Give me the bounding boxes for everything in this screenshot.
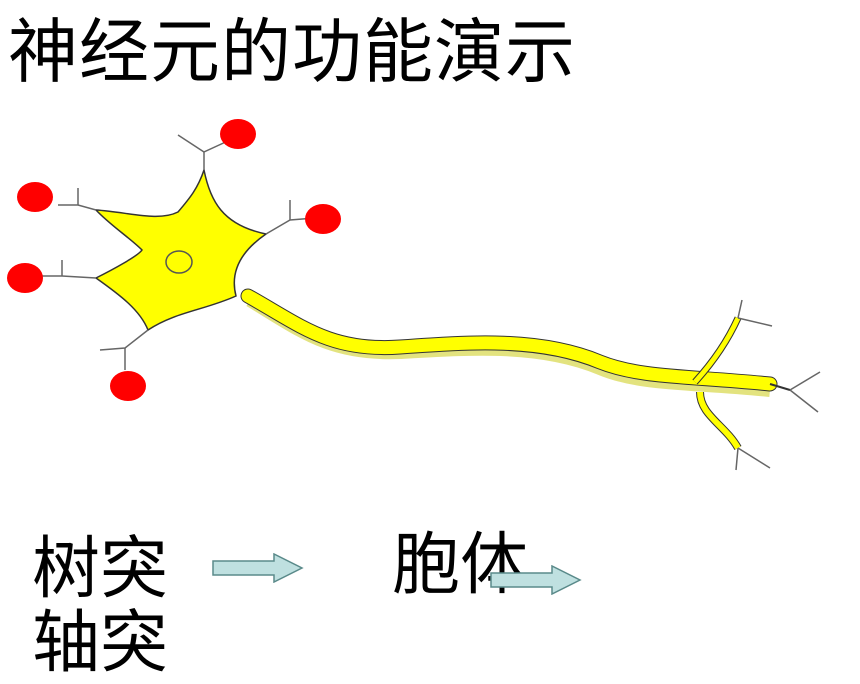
signal-dot — [17, 182, 53, 212]
axon-fill — [241, 289, 777, 391]
dendrites — [35, 134, 316, 370]
terminal-branch-middle — [769, 383, 791, 391]
arrow-right-icon — [212, 553, 304, 583]
signal-dot — [305, 204, 341, 234]
dendrite-label: 树突 — [32, 530, 169, 609]
cell-body-label: 胞体 — [392, 526, 529, 605]
nucleus — [165, 250, 193, 274]
page-title: 神经元的功能演示 — [8, 11, 576, 93]
terminal-fibers — [735, 299, 821, 471]
axon-label: 轴突 — [32, 604, 169, 683]
neuron-diagram — [7, 119, 821, 471]
signal-dot — [7, 263, 43, 293]
signal-dots — [7, 119, 341, 401]
signal-dot — [220, 119, 256, 149]
arrow-right-icon — [490, 565, 582, 595]
cell-body — [94, 167, 268, 332]
signal-dot — [110, 371, 146, 401]
